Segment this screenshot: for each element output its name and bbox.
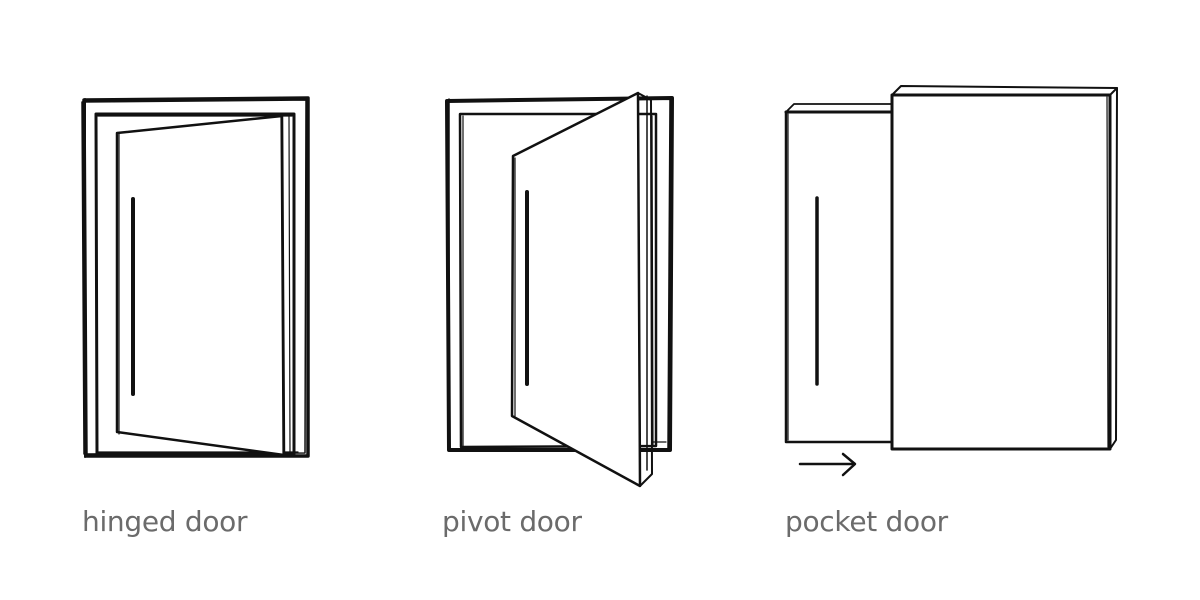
- pivot-door-caption: pivot door: [442, 505, 582, 538]
- pocket-door-caption: pocket door: [785, 505, 948, 538]
- pocket-door-illustration: [784, 85, 1118, 477]
- hinged-door-leaf: [115, 114, 286, 457]
- pivot-door-illustration: [445, 91, 674, 488]
- pocket-door-panel: [784, 103, 895, 444]
- pivot-door-frame: [445, 95, 674, 471]
- hinged-door-frame: [81, 96, 310, 458]
- hinged-door-caption: hinged door: [82, 505, 248, 538]
- pocket-wall-box: [890, 85, 1118, 451]
- hinged-door-illustration: [81, 96, 310, 458]
- slide-direction-arrow-icon: [798, 452, 857, 477]
- pivot-door-leaf: [510, 91, 653, 488]
